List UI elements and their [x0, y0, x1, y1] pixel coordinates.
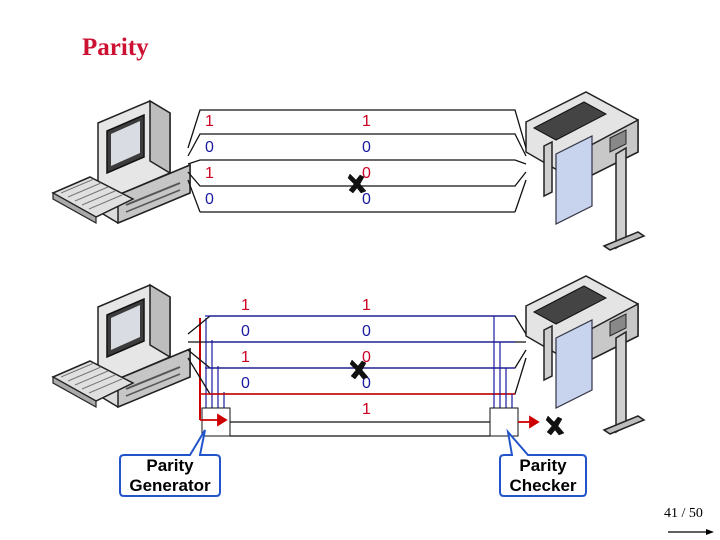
bit-value: 1	[205, 113, 214, 130]
generator-label-line2: Generator	[129, 476, 211, 495]
generator-label-line1: Parity	[146, 456, 194, 475]
parity-generator-callout: Parity Generator	[119, 429, 221, 497]
bit-value: 1	[362, 113, 371, 130]
bit-value: 0	[362, 191, 371, 208]
slide-title: Parity	[82, 34, 149, 61]
top-wire-bundle	[187, 109, 527, 213]
parity-generator-box	[201, 407, 231, 437]
bit-value: 1	[205, 165, 214, 182]
parity-arrows	[200, 413, 540, 429]
bit-value: 0	[241, 375, 250, 392]
bolt-error-icon	[347, 173, 367, 194]
bit-value: 0	[362, 165, 371, 182]
page-number: 41 / 50	[664, 506, 703, 521]
generator-wiring	[199, 318, 231, 437]
top-sent-bits: 1 0 1 0	[205, 113, 214, 208]
printer-icon	[525, 275, 645, 435]
computer-icon	[52, 284, 191, 408]
computer-icon	[52, 100, 191, 224]
bottom-sent-bits: 1 0 1 0	[241, 297, 250, 392]
bolt-error-icon	[349, 359, 369, 380]
bit-value: 0	[362, 375, 371, 392]
bit-value: 1	[362, 297, 371, 314]
parity-checker-box	[489, 407, 519, 437]
colored-wire-overlay	[205, 315, 515, 369]
bit-value: 1	[241, 349, 250, 366]
bit-value: 1	[241, 297, 250, 314]
bit-value: 0	[241, 323, 250, 340]
next-slide-arrow-icon	[668, 529, 714, 535]
bottom-received-bits: 1 0 0 0 1	[362, 297, 371, 418]
checker-wiring	[489, 316, 519, 437]
bit-value: 1	[362, 401, 371, 418]
bit-value: 0	[362, 139, 371, 156]
bit-value: 0	[205, 191, 214, 208]
parity-checker-callout: Parity Checker	[499, 428, 587, 497]
bit-value: 0	[362, 349, 371, 366]
bolt-error-icon	[545, 415, 565, 436]
checker-label-line2: Checker	[509, 476, 576, 495]
bit-value: 0	[205, 139, 214, 156]
printer-icon	[525, 91, 645, 251]
bit-value: 0	[362, 323, 371, 340]
checker-label-line1: Parity	[519, 456, 567, 475]
top-received-bits: 1 0 0 0	[362, 113, 371, 208]
